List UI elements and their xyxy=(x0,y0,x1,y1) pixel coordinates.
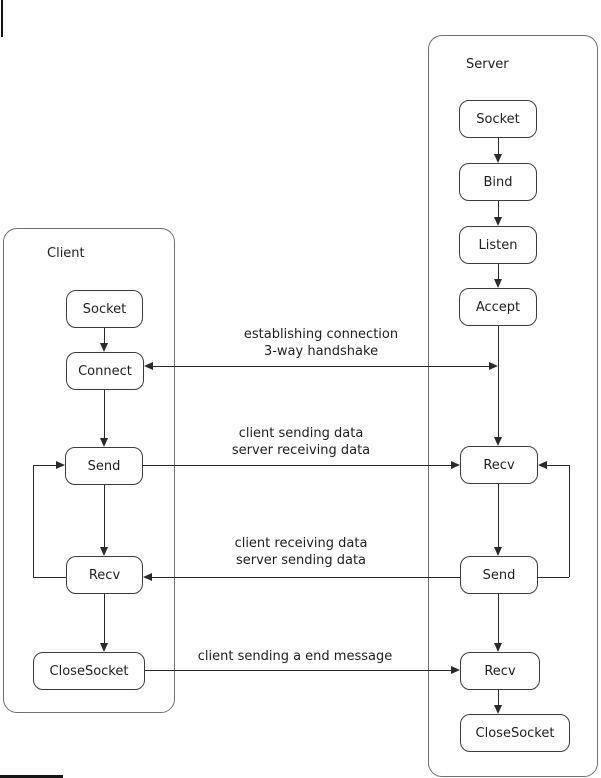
server-socket-node: Socket xyxy=(459,100,537,138)
server-recv1-node: Recv xyxy=(460,446,538,484)
server-listen-node: Listen xyxy=(459,226,537,264)
handshake-label: establishing connection 3-way handshake xyxy=(243,327,399,359)
receiving-data-label: client receiving data server sending dat… xyxy=(234,536,368,568)
client-recv-node: Recv xyxy=(66,556,143,594)
server-recv2-node: Recv xyxy=(460,652,540,690)
server-send-node: Send xyxy=(460,556,538,594)
client-title: Client xyxy=(47,246,85,261)
canvas-edge-mark-top-left xyxy=(1,0,3,37)
client-closesocket-node: CloseSocket xyxy=(33,652,145,690)
canvas-edge-mark-bottom-left xyxy=(0,775,63,778)
client-container xyxy=(3,228,175,713)
end-message-label: client sending a end message xyxy=(197,649,393,664)
server-container xyxy=(428,35,598,777)
server-bind-node: Bind xyxy=(459,163,537,201)
server-accept-node: Accept xyxy=(459,288,537,326)
client-socket-node: Socket xyxy=(66,290,143,328)
server-closesocket-node: CloseSocket xyxy=(460,714,570,752)
sending-data-label: client sending data server receiving dat… xyxy=(231,426,371,458)
client-send-node: Send xyxy=(65,447,143,485)
server-title: Server xyxy=(466,57,509,72)
client-connect-node: Connect xyxy=(66,352,144,390)
